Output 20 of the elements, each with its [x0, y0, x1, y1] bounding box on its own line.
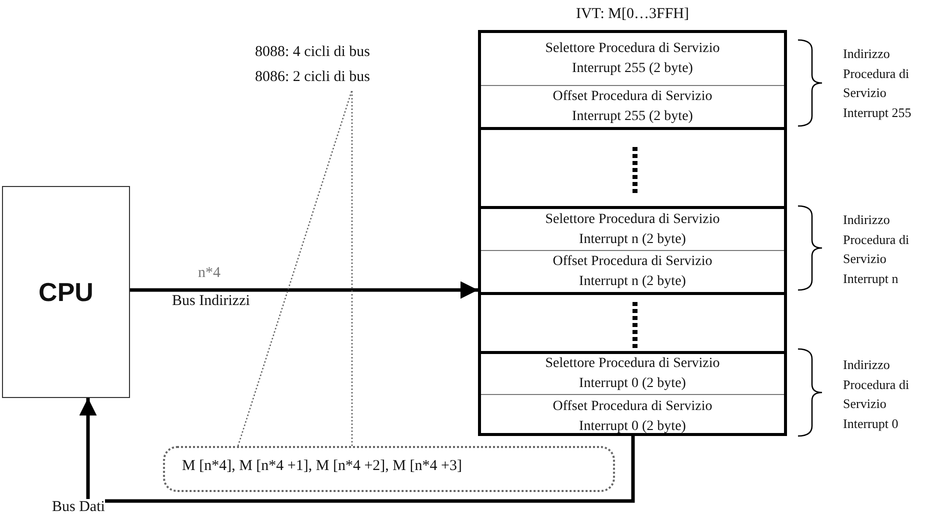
address-label: n*4 [198, 264, 222, 283]
table-title: IVT: M[0…3FFH] [574, 5, 690, 24]
leader-line [237, 89, 353, 447]
callout-text: 8088: 4 cicli di bus [255, 43, 371, 62]
arrow [130, 281, 478, 299]
memory-cell: Selettore Procedura di Servizio Interrupt n (2 byte) [481, 206, 784, 250]
brace-label: Indirizzo Procedura di Servizio Interrupt 255 [843, 45, 912, 122]
callout-text: M [n*4], M [n*4 +1], M [n*4 +2], M [n*4 +3] [182, 458, 462, 475]
memory-cell: Offset Procedura di Servizio Interrupt 255 (2 byte) [481, 85, 784, 127]
brace-label: Indirizzo Procedura di Servizio Interrupt 0 [843, 356, 910, 433]
gap-row [481, 292, 784, 351]
brace-label: Indirizzo Procedura di Servizio Interrupt n [843, 211, 910, 288]
callout-text: 8086: 2 cicli di bus [255, 68, 371, 87]
callout-bubble [163, 446, 615, 492]
memory-cell: Selettore Procedura di Servizio Interrupt 255 (2 byte) [481, 33, 784, 85]
memory-cell: Offset Procedura di Servizio Interrupt n (2 byte) [481, 250, 784, 292]
arrow [79, 398, 635, 503]
cpu-box: CPU [2, 186, 130, 398]
memory-cell: Offset Procedura di Servizio Interrupt 0 (2 byte) [481, 394, 784, 438]
memory-cell: Selettore Procedura di Servizio Interrupt 0 (2 byte) [481, 351, 784, 394]
